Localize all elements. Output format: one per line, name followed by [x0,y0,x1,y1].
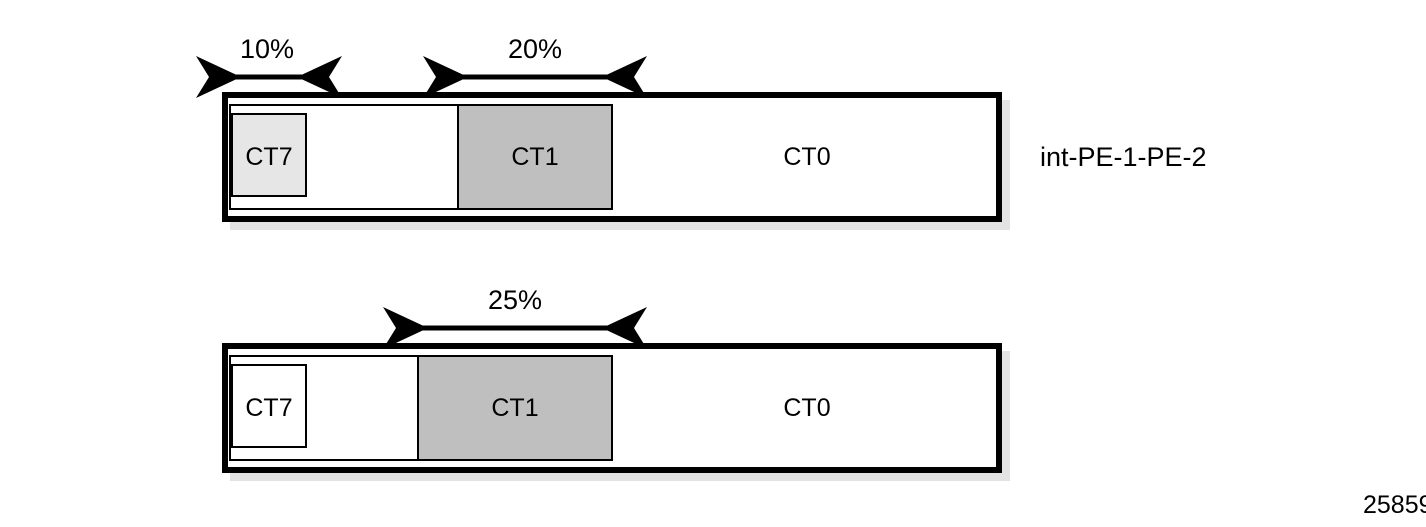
bar-int-PE-1-PE-5: 25% CT7 CT [0,250,1426,500]
dimension-arrow-25-percent [383,307,647,349]
figure-id-label: 25859 [1363,491,1426,519]
segment-label-ct0: CT0 [783,394,831,422]
segment-label-ct1: CT1 [491,394,539,422]
segment-label-ct0: CT0 [783,143,831,171]
segment-ct7 [231,113,307,197]
segment-label-ct7: CT7 [245,143,293,171]
dimension-label-20-percent: 20% [507,34,563,64]
dimension-arrow-20-percent [423,56,647,98]
interface-name-label: int-PE-1-PE-2 [1040,142,1207,172]
segment-label-ct1: CT1 [511,143,559,171]
segment-ct1 [457,104,613,210]
dimension-arrow-10-percent [196,56,342,98]
segment-label-ct7: CT7 [245,394,293,422]
dimension-label-10-percent: 10% [239,34,295,64]
bar-int-PE-1-PE-2: 10% 20% [0,0,1426,250]
dimension-label-25-percent: 25% [487,285,543,315]
segment-ct7 [231,364,307,448]
segment-ct1 [417,355,613,461]
